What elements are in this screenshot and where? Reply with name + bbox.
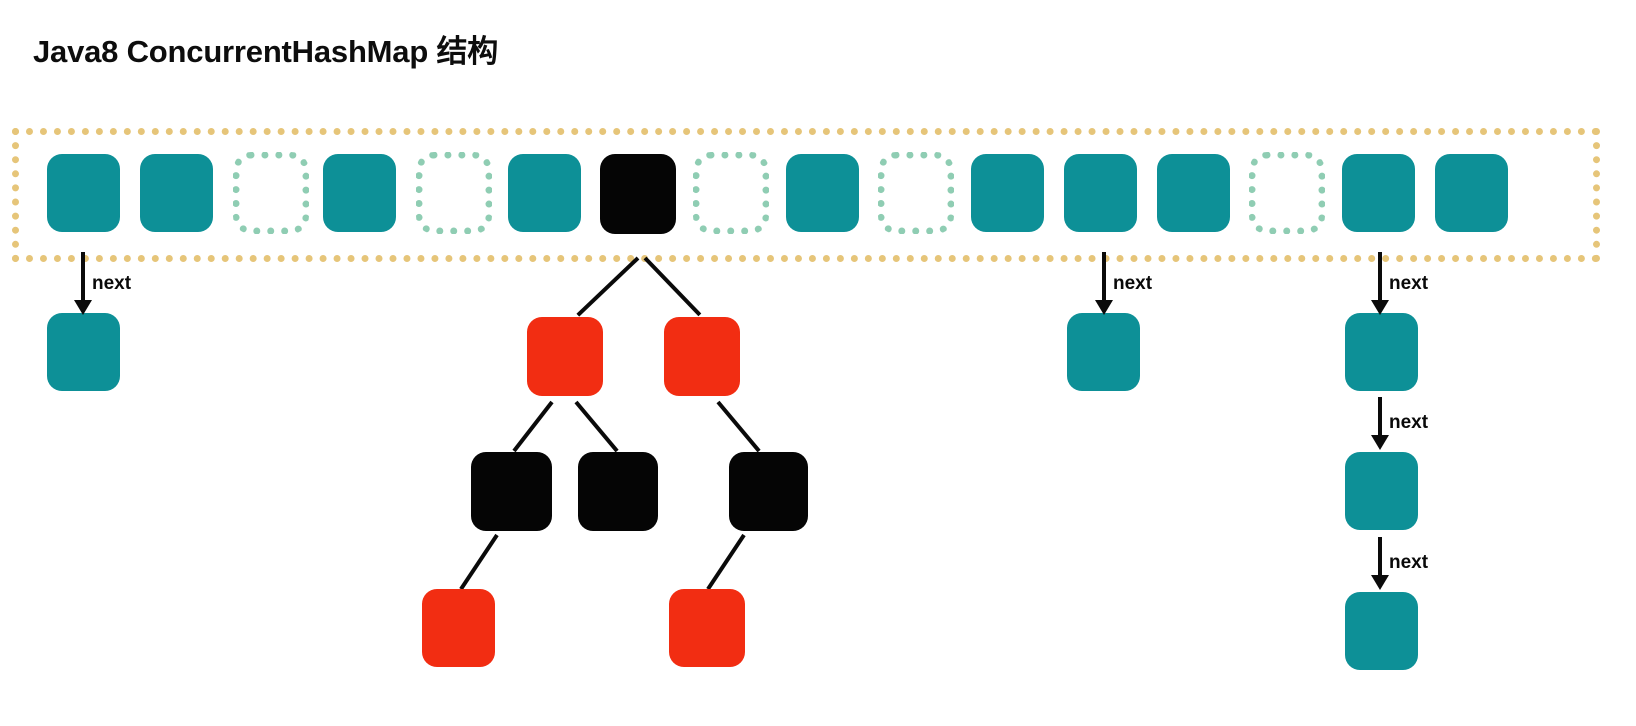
next-label: next: [1389, 552, 1429, 573]
bucket-cell-empty-13[interactable]: [1249, 152, 1325, 234]
tree-edge-t-R-to-t-RR: [716, 400, 761, 453]
tree-edge-t-root-to-t-L: [576, 256, 640, 317]
tree-node-red-t-RRL[interactable]: [669, 589, 745, 667]
bucket-cell-teal-8[interactable]: [786, 154, 859, 232]
next-arrow-head-chain-bucket-12-0: [1095, 300, 1113, 315]
tree-edge-t-root-to-t-R: [643, 256, 702, 317]
chain-node-c14n2[interactable]: [1345, 452, 1418, 530]
tree-edge-t-LL-to-t-LLL: [459, 533, 499, 591]
bucket-cell-teal-0[interactable]: [47, 154, 120, 232]
next-arrow-head-chain-bucket-14-1: [1371, 435, 1389, 450]
bucket-cell-empty-2[interactable]: [233, 152, 309, 234]
next-arrow-line-chain-bucket-14-0: [1378, 252, 1382, 300]
chain-node-c0n1[interactable]: [47, 313, 120, 391]
next-arrow-line-chain-bucket-12-0: [1102, 252, 1106, 300]
tree-node-black-t-LL[interactable]: [471, 452, 552, 531]
tree-node-black-t-LR[interactable]: [578, 452, 658, 531]
bucket-cell-teal-12[interactable]: [1157, 154, 1230, 232]
next-arrow-line-chain-bucket-14-2: [1378, 537, 1382, 575]
next-label: next: [92, 273, 132, 294]
bucket-cell-teal-15[interactable]: [1435, 154, 1508, 232]
tree-edge-t-L-to-t-LL: [512, 400, 554, 453]
tree-node-black-t-RR[interactable]: [729, 452, 808, 531]
bucket-cell-teal-3[interactable]: [323, 154, 396, 232]
tree-edge-t-L-to-t-LR: [574, 400, 619, 453]
bucket-cell-teal-10[interactable]: [971, 154, 1044, 232]
chain-node-c14n1[interactable]: [1345, 313, 1418, 391]
next-label: next: [1113, 273, 1153, 294]
bucket-cell-teal-14[interactable]: [1342, 154, 1415, 232]
bucket-cell-teal-1[interactable]: [140, 154, 213, 232]
bucket-cell-teal-11[interactable]: [1064, 154, 1137, 232]
tree-node-red-t-R[interactable]: [664, 317, 740, 396]
bucket-cell-black-6[interactable]: [600, 154, 676, 234]
bucket-cell-empty-7[interactable]: [693, 152, 769, 234]
next-arrow-line-chain-bucket-0-0: [81, 252, 85, 300]
next-label: next: [1389, 412, 1429, 433]
next-arrow-head-chain-bucket-14-2: [1371, 575, 1389, 590]
chain-node-c12n1[interactable]: [1067, 313, 1140, 391]
bucket-cell-empty-4[interactable]: [416, 152, 492, 234]
bucket-array: [12, 128, 1600, 262]
tree-edge-t-RR-to-t-RRL: [706, 533, 746, 591]
bucket-cell-empty-9[interactable]: [878, 152, 954, 234]
tree-node-red-t-LLL[interactable]: [422, 589, 495, 667]
next-arrow-head-chain-bucket-14-0: [1371, 300, 1389, 315]
tree-node-red-t-L[interactable]: [527, 317, 603, 396]
next-label: next: [1389, 273, 1429, 294]
page-title: Java8 ConcurrentHashMap 结构: [33, 34, 499, 69]
chain-node-c14n3[interactable]: [1345, 592, 1418, 670]
next-arrow-head-chain-bucket-0-0: [74, 300, 92, 315]
next-arrow-line-chain-bucket-14-1: [1378, 397, 1382, 435]
bucket-cell-teal-5[interactable]: [508, 154, 581, 232]
